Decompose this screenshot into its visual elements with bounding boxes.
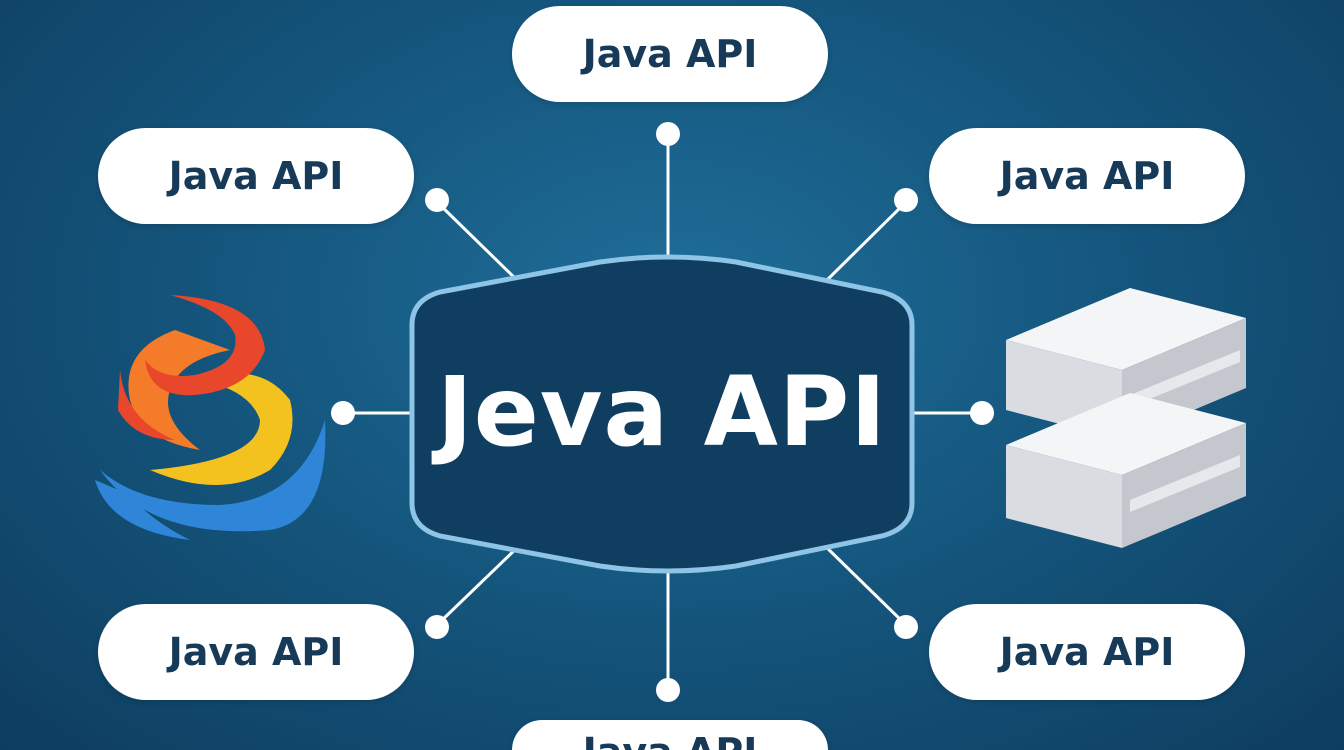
hub-shape [409, 254, 915, 574]
node-bottom: Java API [512, 720, 828, 750]
connector-dot-top-left [425, 188, 449, 212]
connector-dot-bottom-right [894, 615, 918, 639]
connector-dot-bottom [656, 678, 680, 702]
flame-swirl-logo-icon [95, 295, 326, 540]
connector-dot-left [331, 401, 355, 425]
node-top: Java API [512, 6, 828, 102]
node-bottom-left: Java API [98, 604, 414, 700]
node-top-left: Java API [98, 128, 414, 224]
connector-dot-top-right [894, 188, 918, 212]
connector-dot-right [970, 401, 994, 425]
server-stack-icon [1006, 288, 1246, 548]
connector-dot-top [656, 122, 680, 146]
hub-label: Jeva API [437, 356, 887, 468]
connector-dot-bottom-left [425, 615, 449, 639]
node-top-right: Java API [929, 128, 1245, 224]
connector-bottom-right [820, 541, 908, 627]
connector-top-left [435, 200, 524, 287]
node-bottom-right: Java API [929, 604, 1245, 700]
connector-bottom-left [435, 541, 524, 627]
connector-top-right [820, 200, 908, 287]
